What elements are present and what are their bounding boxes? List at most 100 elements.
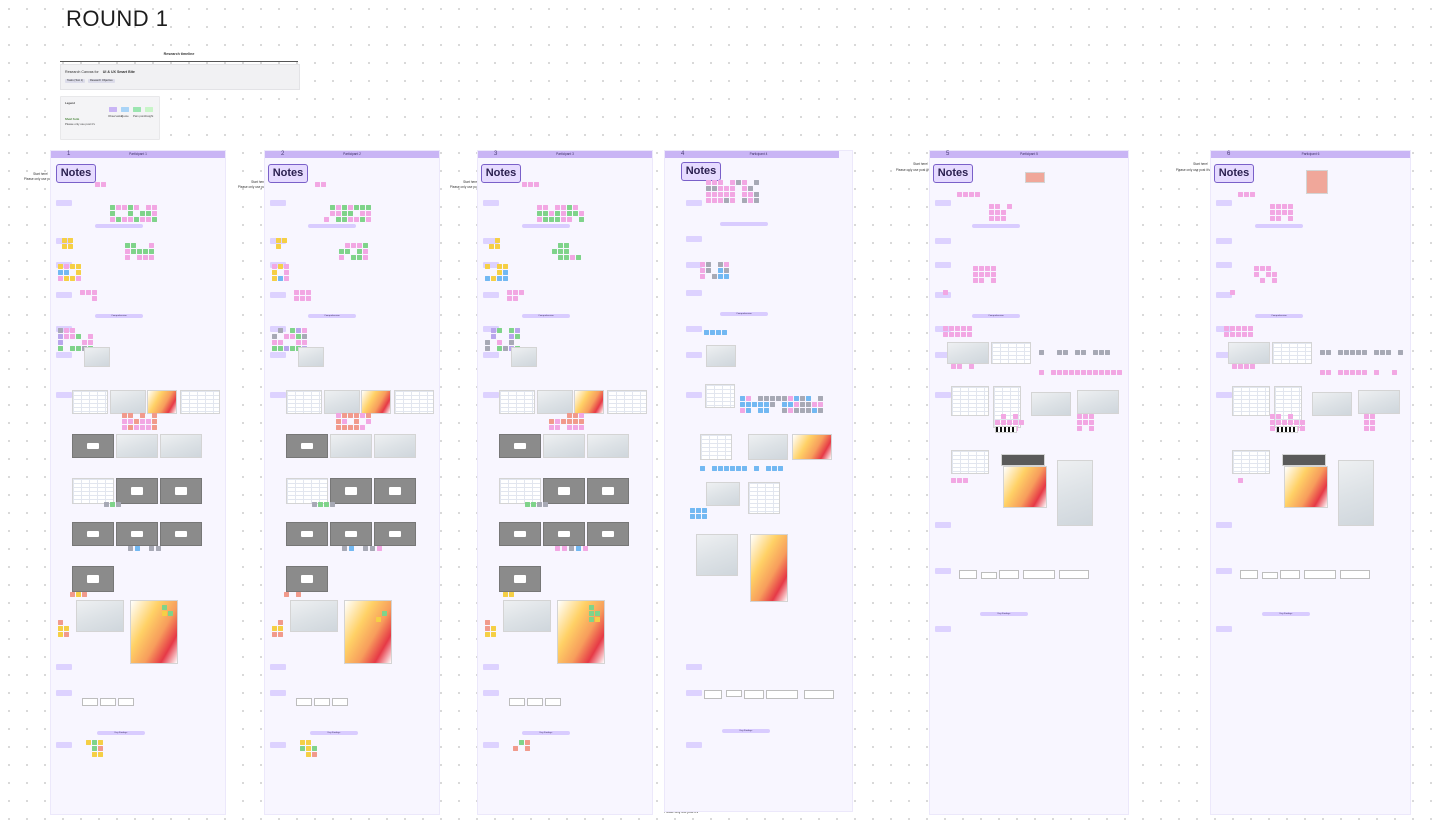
sticky-note[interactable] <box>1276 204 1281 209</box>
sticky-note[interactable] <box>567 419 572 424</box>
sticky-note[interactable] <box>754 192 759 197</box>
sticky-note[interactable] <box>116 205 121 210</box>
screenshot[interactable] <box>1312 392 1352 416</box>
sticky-note[interactable] <box>700 262 705 267</box>
sticky-note[interactable] <box>348 211 353 216</box>
screenshot[interactable] <box>286 522 328 546</box>
sticky-note[interactable] <box>134 205 139 210</box>
sticky-note[interactable] <box>149 546 154 551</box>
sticky-note[interactable] <box>128 425 133 430</box>
sticky-note[interactable] <box>710 330 715 335</box>
screenshot[interactable] <box>705 384 735 408</box>
sticky-note[interactable] <box>58 334 63 339</box>
sticky-note[interactable] <box>712 198 717 203</box>
sticky-note[interactable] <box>336 419 341 424</box>
sticky-note[interactable] <box>1051 370 1056 375</box>
sticky-note[interactable] <box>1075 370 1080 375</box>
sticky-note[interactable] <box>1276 210 1281 215</box>
screenshot[interactable] <box>1338 460 1374 526</box>
sticky-note[interactable] <box>1039 370 1044 375</box>
sticky-note[interactable] <box>1288 204 1293 209</box>
sticky-note[interactable] <box>122 425 127 430</box>
sticky-note[interactable] <box>758 402 763 407</box>
sticky-note[interactable] <box>1230 290 1235 295</box>
sticky-note[interactable] <box>724 198 729 203</box>
sticky-note[interactable] <box>800 408 805 413</box>
sticky-note[interactable] <box>794 402 799 407</box>
sticky-note[interactable] <box>339 249 344 254</box>
sticky-note[interactable] <box>555 211 560 216</box>
sticky-note[interactable] <box>58 328 63 333</box>
sticky-note[interactable] <box>1326 350 1331 355</box>
sticky-note[interactable] <box>706 180 711 185</box>
sticky-note[interactable] <box>770 396 775 401</box>
sticky-note[interactable] <box>503 264 508 269</box>
sticky-note[interactable] <box>1244 364 1249 369</box>
sticky-note[interactable] <box>70 264 75 269</box>
sticky-note[interactable] <box>58 626 63 631</box>
sticky-note[interactable] <box>742 466 747 471</box>
sticky-note[interactable] <box>561 419 566 424</box>
sticky-note[interactable] <box>1083 420 1088 425</box>
screenshot[interactable] <box>72 478 114 504</box>
sticky-note[interactable] <box>284 270 289 275</box>
sticky-note[interactable] <box>549 425 554 430</box>
sticky-note[interactable] <box>583 546 588 551</box>
sticky-note[interactable] <box>788 396 793 401</box>
sticky-note[interactable] <box>513 290 518 295</box>
sticky-note[interactable] <box>989 216 994 221</box>
sticky-note[interactable] <box>1013 420 1018 425</box>
sticky-note[interactable] <box>70 328 75 333</box>
sticky-note[interactable] <box>561 217 566 222</box>
sticky-note[interactable] <box>296 328 301 333</box>
sticky-note[interactable] <box>1093 350 1098 355</box>
sticky-note[interactable] <box>149 243 154 248</box>
sticky-note[interactable] <box>1242 326 1247 331</box>
sticky-note[interactable] <box>746 396 751 401</box>
screenshot[interactable] <box>361 390 391 414</box>
sticky-note[interactable] <box>543 217 548 222</box>
sticky-note[interactable] <box>312 746 317 751</box>
sticky-note[interactable] <box>973 272 978 277</box>
sticky-note[interactable] <box>558 243 563 248</box>
sticky-note[interactable] <box>64 626 69 631</box>
sticky-note[interactable] <box>300 746 305 751</box>
screenshot[interactable] <box>374 478 416 504</box>
sticky-note[interactable] <box>366 205 371 210</box>
sticky-note[interactable] <box>1001 414 1006 419</box>
sticky-note[interactable] <box>357 249 362 254</box>
sticky-note[interactable] <box>712 466 717 471</box>
screenshot[interactable] <box>116 522 158 546</box>
sticky-note[interactable] <box>589 605 594 610</box>
sticky-note[interactable] <box>116 217 121 222</box>
sticky-note[interactable] <box>1099 370 1104 375</box>
sticky-note[interactable] <box>736 180 741 185</box>
sticky-note[interactable] <box>1294 420 1299 425</box>
sticky-note[interactable] <box>696 508 701 513</box>
sticky-note[interactable] <box>70 276 75 281</box>
sticky-note[interactable] <box>782 402 787 407</box>
sticky-note[interactable] <box>1364 414 1369 419</box>
sticky-note[interactable] <box>1370 414 1375 419</box>
sticky-note[interactable] <box>537 205 542 210</box>
sticky-note[interactable] <box>589 617 594 622</box>
sticky-note[interactable] <box>64 328 69 333</box>
sticky-note[interactable] <box>1081 370 1086 375</box>
sticky-note[interactable] <box>342 413 347 418</box>
sticky-note[interactable] <box>579 211 584 216</box>
sticky-note[interactable] <box>778 466 783 471</box>
sticky-note[interactable] <box>363 249 368 254</box>
sticky-note[interactable] <box>718 262 723 267</box>
sticky-note[interactable] <box>58 270 63 275</box>
sticky-note[interactable] <box>278 620 283 625</box>
screenshot[interactable] <box>499 522 541 546</box>
sticky-note[interactable] <box>1266 272 1271 277</box>
sticky-note[interactable] <box>497 346 502 351</box>
sticky-note[interactable] <box>351 243 356 248</box>
sticky-note[interactable] <box>718 466 723 471</box>
screenshot[interactable] <box>587 478 629 504</box>
sticky-note[interactable] <box>306 740 311 745</box>
sticky-note[interactable] <box>985 266 990 271</box>
sticky-note[interactable] <box>1039 350 1044 355</box>
sticky-note[interactable] <box>1250 364 1255 369</box>
